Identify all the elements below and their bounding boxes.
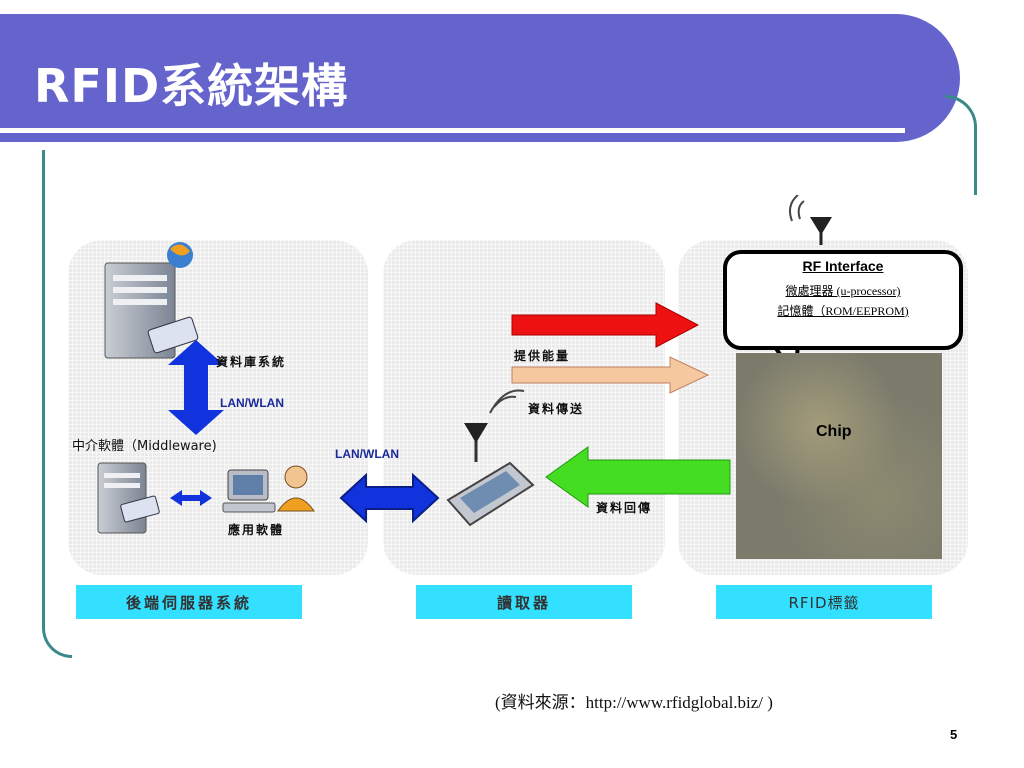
data-send-label: 資料傳送 xyxy=(528,402,585,416)
reader-device-icon xyxy=(446,423,535,527)
rf-interface-bubble: RF Interface 微處理器 (u-processor) 記憶體（ROM/… xyxy=(723,250,963,350)
tag-antenna-icon xyxy=(789,195,832,245)
caption-tag: RFID標籤 xyxy=(716,585,932,619)
source-citation: (資料來源：http://www.rfidglobal.biz/ ) xyxy=(495,693,773,712)
bubble-line-processor: 微處理器 (u-processor) xyxy=(785,284,901,298)
title-bar xyxy=(0,14,960,142)
small-double-arrow xyxy=(170,490,212,506)
power-arrow-red xyxy=(511,302,700,348)
application-software-label: 應用軟體 xyxy=(228,523,285,537)
database-system-label: 資料庫系統 xyxy=(216,355,287,369)
frame-line-right xyxy=(945,95,977,195)
reader-signal-icon xyxy=(489,389,525,414)
data-return-label: 資料回傳 xyxy=(596,501,653,515)
slide-title: RFID系統架構 xyxy=(34,59,349,113)
vertical-double-arrow xyxy=(168,340,224,435)
bubble-line-memory: 記憶體（ROM/EEPROM) xyxy=(777,304,909,318)
caption-backend: 後端伺服器系統 xyxy=(76,585,302,619)
network-double-arrow xyxy=(339,472,440,524)
rfid-architecture-diagram: Chip RF Interface 微處理器 (u-processor) 記憶體… xyxy=(58,195,970,635)
power-flow-label: 提供能量 xyxy=(514,349,571,363)
database-server-icon xyxy=(104,242,199,359)
caption-reader: 讀取器 xyxy=(416,585,632,619)
application-computer-icon xyxy=(222,465,315,513)
backend-link-label: LAN/WLAN xyxy=(220,396,284,410)
middleware-label: 中介軟體（Middleware) xyxy=(72,439,217,454)
title-underline xyxy=(0,128,905,133)
middleware-server-icon xyxy=(97,462,160,534)
network-link-label: LAN/WLAN xyxy=(335,447,399,461)
rfid-chip-image xyxy=(736,353,942,559)
bubble-title: RF Interface xyxy=(802,258,884,274)
chip-label: Chip xyxy=(816,423,852,440)
panel-reader xyxy=(383,240,665,575)
data-arrow-peach xyxy=(511,356,710,394)
page-number: 5 xyxy=(950,727,958,742)
return-arrow-green xyxy=(545,446,731,508)
